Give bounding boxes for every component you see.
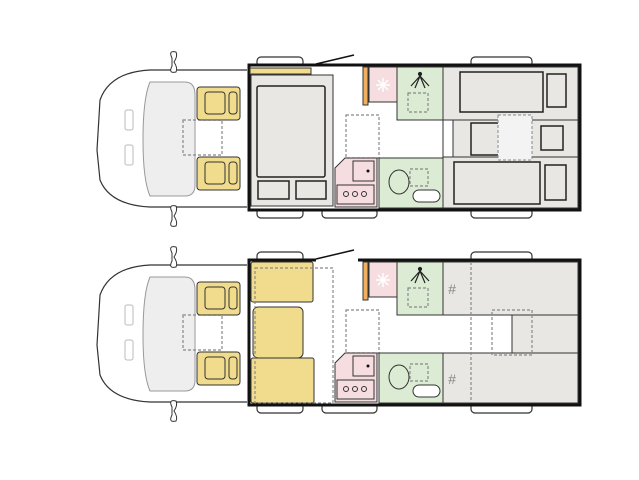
dinette-seat <box>250 261 314 303</box>
dinette-seat <box>250 357 315 404</box>
drawer <box>257 180 290 200</box>
drawer <box>295 180 327 200</box>
bed <box>459 71 544 113</box>
mattress <box>256 85 326 178</box>
ladder-icon: # <box>448 281 456 297</box>
floor-plan-seating: # # <box>95 245 582 423</box>
dinette-table <box>252 306 304 359</box>
bed <box>453 161 541 205</box>
ladder-icon: # <box>448 371 456 387</box>
floor-plan-beds <box>95 50 582 228</box>
